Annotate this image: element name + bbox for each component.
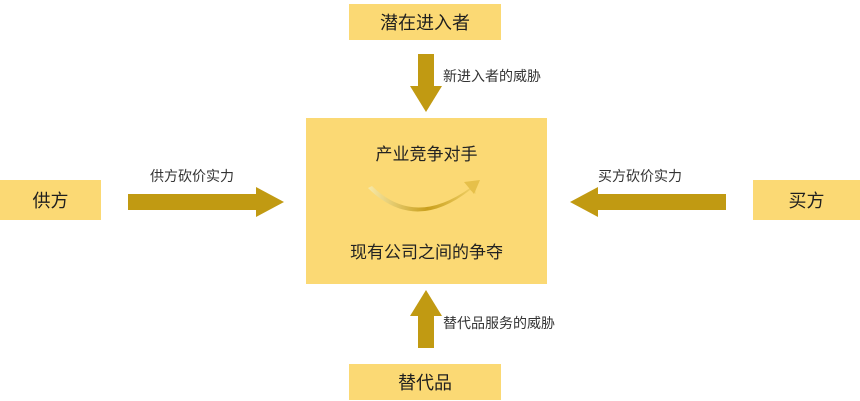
arrow-down-icon <box>410 54 442 112</box>
center-title: 产业竞争对手 <box>375 145 478 165</box>
node-substitutes-label: 替代品 <box>398 373 452 394</box>
node-substitutes: 替代品 <box>349 364 501 400</box>
node-buyers-label: 买方 <box>788 191 825 212</box>
node-potential-entrants: 潜在进入者 <box>349 4 501 40</box>
edge-label-buyer-power: 买方砍价实力 <box>598 169 682 185</box>
arrow-right-icon <box>128 187 284 217</box>
edge-label-new-entrants-threat: 新进入者的威胁 <box>443 69 541 85</box>
node-suppliers-label: 供方 <box>32 191 69 212</box>
rivalry-cycle-icon <box>368 180 480 212</box>
edge-label-substitutes-threat: 替代品服务的威胁 <box>443 316 555 332</box>
node-industry-rivals: 产业竞争对手 现有公司之间的争夺 <box>306 118 547 284</box>
arrow-up-icon <box>410 290 442 348</box>
node-potential-entrants-label: 潜在进入者 <box>380 13 470 34</box>
node-suppliers: 供方 <box>0 180 101 220</box>
arrow-left-icon <box>570 187 726 217</box>
node-buyers: 买方 <box>753 180 860 220</box>
edge-label-supplier-power: 供方砍价实力 <box>150 169 234 185</box>
center-subtitle: 现有公司之间的争夺 <box>350 243 503 263</box>
